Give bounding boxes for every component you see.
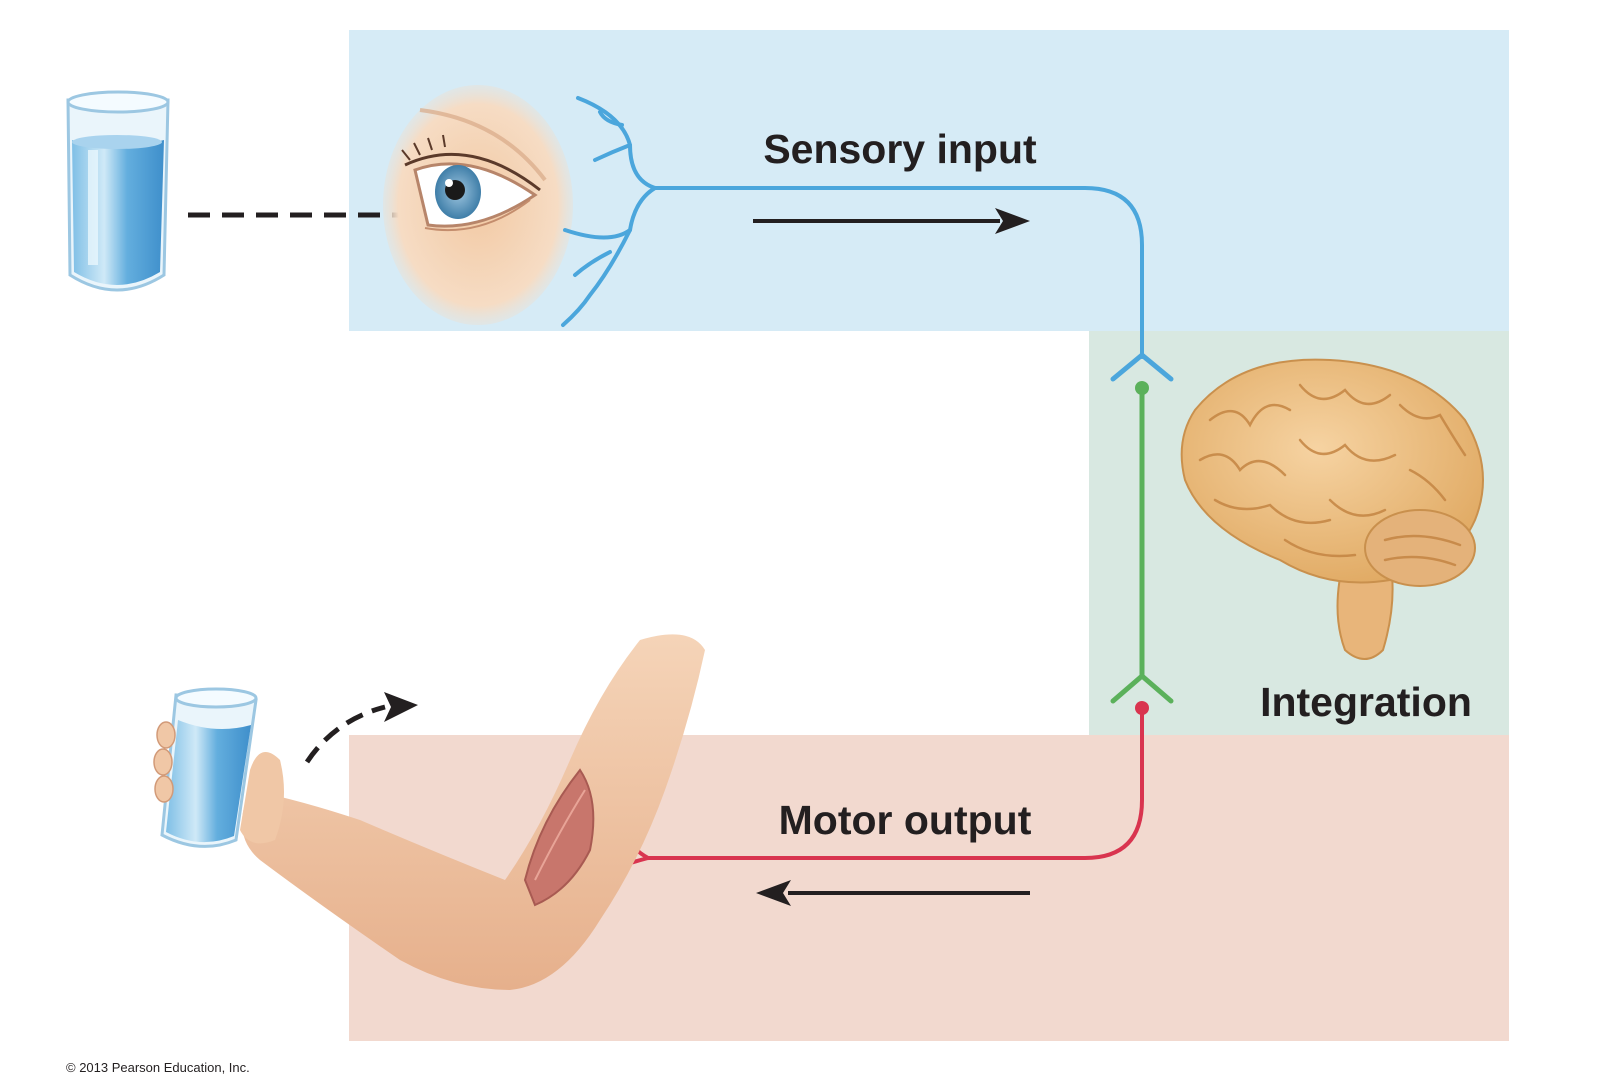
arm-icon — [240, 634, 705, 990]
integration-label: Integration — [1260, 679, 1472, 725]
sensory-input-label: Sensory input — [763, 126, 1037, 172]
dashed-motion-arrow-icon — [304, 692, 418, 764]
motor-output-label: Motor output — [779, 797, 1032, 843]
eye-icon — [383, 85, 573, 325]
motor-direction-arrow — [756, 880, 1030, 906]
sensory-terminal — [1110, 352, 1174, 382]
sensory-neuron — [561, 96, 1144, 359]
held-water-glass-icon — [160, 687, 258, 848]
brain-icon — [1180, 358, 1484, 660]
interneuron — [1110, 381, 1174, 704]
hand-fingers — [153, 721, 176, 803]
water-glass-icon — [66, 90, 170, 292]
sensory-direction-arrow — [753, 208, 1030, 234]
copyright-credit: © 2013 Pearson Education, Inc. — [66, 1060, 250, 1075]
